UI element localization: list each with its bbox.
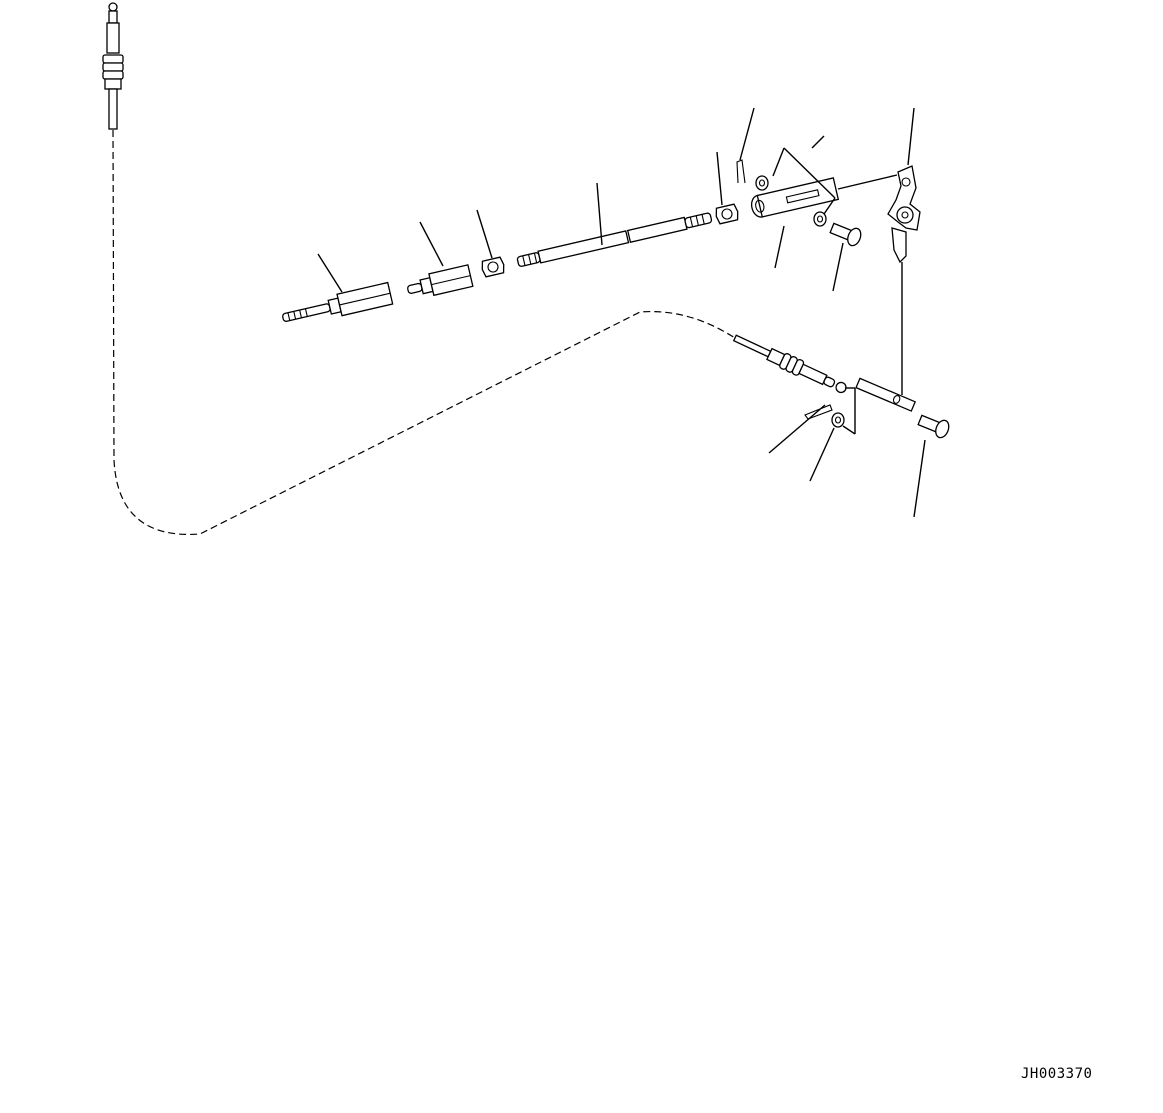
adjuster-sleeve	[407, 264, 474, 297]
rod-assembly	[282, 159, 862, 322]
cotter-pin-lower	[804, 404, 833, 420]
jam-nut	[715, 203, 739, 225]
washer-upper	[755, 175, 827, 227]
washer-lower	[831, 412, 845, 428]
cotter-pin-upper	[736, 159, 746, 184]
rod-end-clevis	[750, 177, 840, 218]
threaded-stud	[282, 281, 394, 322]
leader-lines	[317, 107, 926, 518]
control-lever	[887, 165, 921, 395]
cable-upper-end-fitting	[102, 2, 124, 130]
clevis-pin-upper	[829, 222, 862, 247]
control-cable	[102, 2, 847, 536]
control-rod	[516, 212, 713, 267]
lower-clevis	[855, 377, 917, 412]
drawing-code: JH003370	[1021, 1066, 1093, 1082]
cable-lower-end-fitting	[732, 334, 847, 394]
lock-nut	[481, 256, 505, 278]
lower-linkage	[804, 377, 950, 439]
clevis-pin-lower	[917, 414, 950, 439]
